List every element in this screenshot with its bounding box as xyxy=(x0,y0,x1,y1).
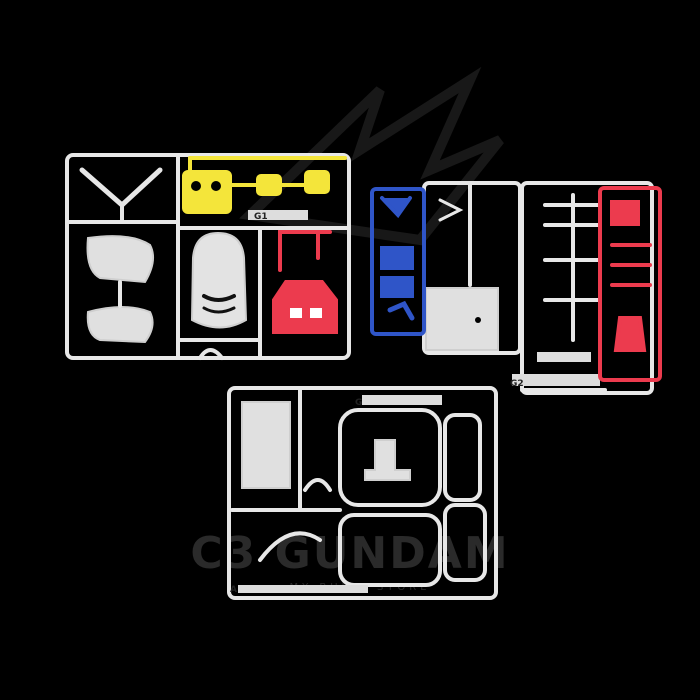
sprue-label-g: G xyxy=(355,398,362,408)
sprue-g xyxy=(227,386,498,600)
sprue-g1-yellow-parts xyxy=(182,156,347,214)
watermark-title: C3 GUNDAM xyxy=(190,528,509,579)
watermark: C3 GUNDAM MY BUILD STORE xyxy=(190,66,509,593)
sprue-g2-red-parts xyxy=(598,186,662,382)
sprue-label-g2: G2 xyxy=(510,379,524,389)
sprue-g1-red-parts xyxy=(272,230,338,334)
sprue-label-g1: G1 xyxy=(254,212,268,222)
sprue-g1 xyxy=(65,153,351,360)
sprue-g2 xyxy=(422,181,654,395)
sprue-g2-blue-parts xyxy=(370,187,426,336)
sprue-label-a: A xyxy=(230,585,237,595)
